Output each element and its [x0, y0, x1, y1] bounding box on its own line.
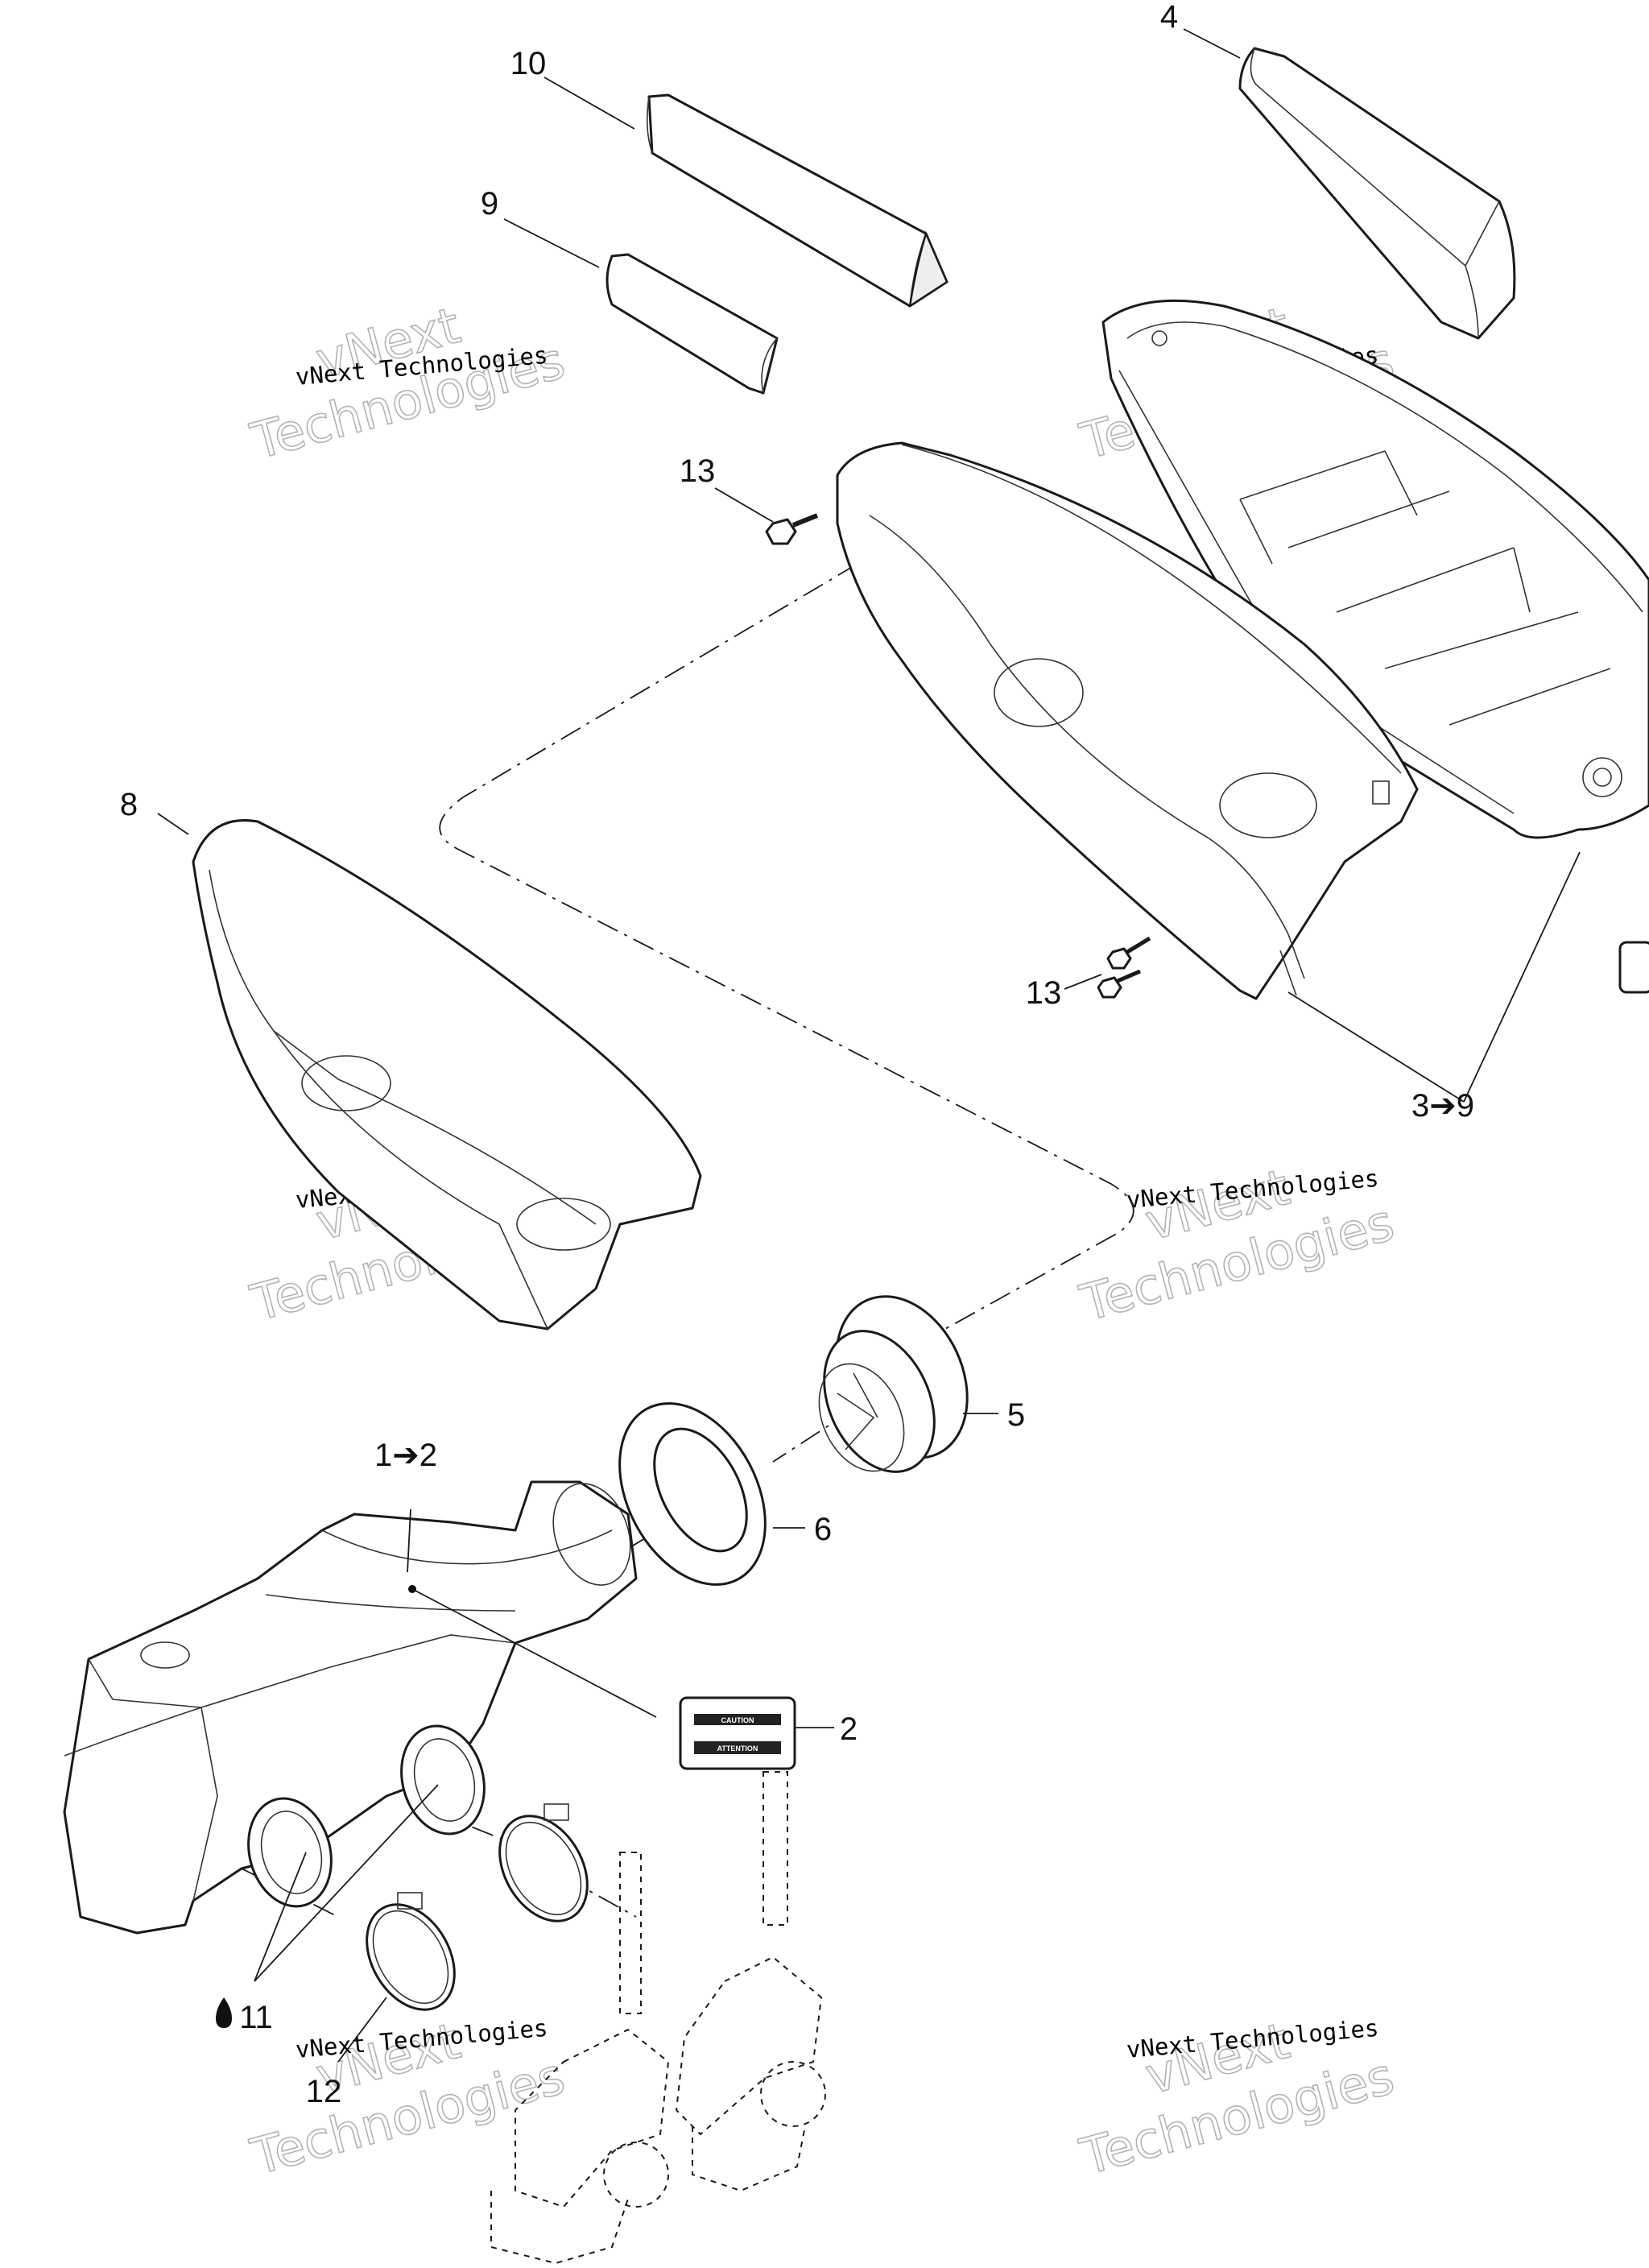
callout-1-to-2: 1➔2 [374, 1438, 437, 1473]
cropped-part-right-edge [1618, 941, 1649, 994]
watermark-bottom-right: vNext Technologies vNext Technologies [1073, 2010, 1400, 2187]
svg-text:ATTENTION: ATTENTION [717, 1744, 758, 1753]
part-3-air-box-cover [836, 441, 1419, 1000]
callout-12: 12 [306, 2074, 342, 2109]
drop-icon [216, 1997, 232, 2028]
callout-13-upper: 13 [680, 453, 716, 489]
callout-8: 8 [120, 787, 138, 822]
part-5-adapter [818, 1295, 969, 1473]
callout-4: 4 [1160, 0, 1178, 35]
part-4-foam-right [1238, 47, 1516, 340]
callout-3-to-9: 3➔9 [1411, 1088, 1474, 1124]
callout-6: 6 [814, 1512, 832, 1547]
assembly-line-cover [439, 563, 1134, 1354]
svg-text:CAUTION: CAUTION [721, 1716, 754, 1724]
part-13-screws-lower [1097, 936, 1151, 999]
watermark-top-left: vNext Technologies vNext Technologies [244, 295, 571, 471]
part-9-foam-lower [605, 253, 779, 395]
part-8-foam-cover [192, 819, 702, 1331]
watermark-bottom-left: vNext Technologies vNext Technologies [244, 2010, 571, 2187]
callout-11: 11 [216, 1997, 273, 2035]
part-2-decal: CAUTION ATTENTION [679, 1696, 796, 1770]
svg-text:11: 11 [239, 2000, 273, 2035]
callout-2: 2 [840, 1711, 858, 1747]
part-13-screw-upper [765, 513, 819, 545]
part-1-decal-point [408, 1585, 416, 1593]
callout-5: 5 [1007, 1397, 1025, 1433]
callout-10: 10 [510, 46, 547, 81]
callout-9: 9 [481, 186, 498, 221]
callout-13-lower: 13 [1026, 975, 1062, 1011]
part-1-air-silencer-base [63, 1480, 638, 1935]
watermark-mid-right: vNext Technologies vNext Technologies [1073, 1157, 1400, 1333]
part-10-foam-upper [646, 93, 948, 308]
leader-lines [157, 28, 1581, 2063]
part-6-gasket [618, 1402, 767, 1586]
part-12-clamps [366, 1803, 589, 2011]
carburetors-reference [490, 1771, 826, 2265]
